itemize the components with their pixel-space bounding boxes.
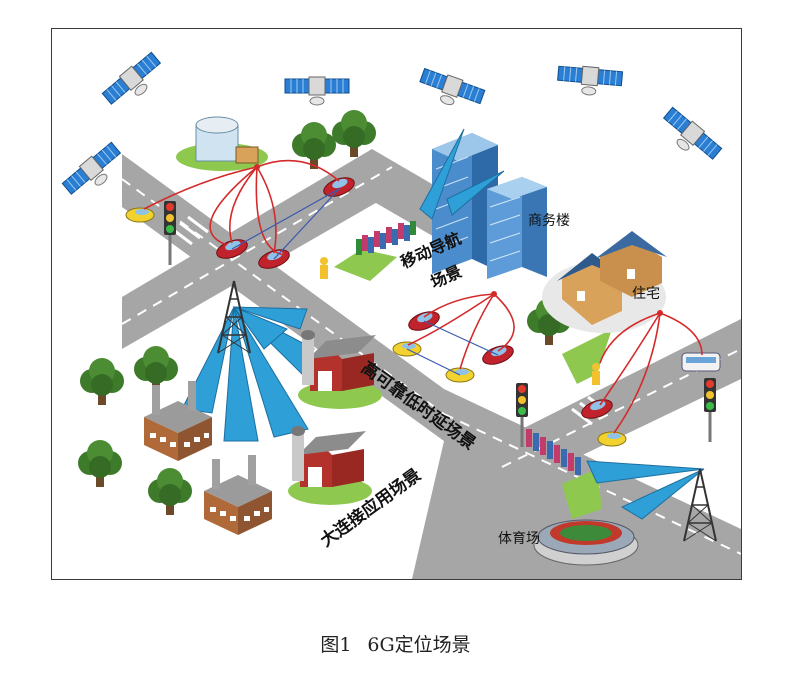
- tree-icon: [80, 358, 124, 405]
- satellite-icon: [284, 76, 350, 106]
- barn-icon: [288, 426, 372, 505]
- grass-patch: [334, 249, 397, 281]
- figure-title: 6G定位场景: [367, 634, 471, 656]
- taxi-icon: [597, 431, 627, 447]
- satellite-icon: [100, 50, 169, 114]
- crowd-icon: [526, 429, 581, 475]
- tree-icon: [148, 468, 192, 515]
- satellite-icon: [415, 66, 486, 116]
- positioning-links: [143, 159, 703, 434]
- crowd-icon: [356, 221, 416, 255]
- figure-caption: 图1 6G定位场景: [0, 630, 791, 657]
- label-stadium: 体育场: [498, 531, 540, 547]
- scene-frame: 移动导航 场景 商务楼 住宅 高可靠低时延场景 大连接应用场景 体育场: [51, 28, 742, 580]
- label-office: 商务楼: [528, 213, 570, 229]
- satellite-icon: [655, 105, 724, 169]
- runner-icon: [592, 363, 600, 385]
- figure-number: 图1: [320, 634, 352, 656]
- bus-icon: [681, 352, 721, 372]
- taxi-icon: [125, 207, 155, 223]
- satellite-icon: [60, 140, 129, 204]
- round-building-icon: [176, 116, 268, 171]
- runner-icon: [320, 257, 328, 279]
- label-residence: 住宅: [632, 286, 660, 302]
- satellite-icon: [556, 63, 624, 99]
- stadium-icon: [533, 519, 639, 566]
- traffic-light-icon: [702, 376, 718, 444]
- tree-icon: [332, 110, 376, 157]
- grass-patch: [562, 469, 602, 519]
- factory-icon: [204, 455, 272, 535]
- traffic-light-icon: [162, 199, 178, 267]
- positioning-scene: [60, 50, 741, 579]
- tree-icon: [78, 440, 122, 487]
- house-icon: [542, 231, 667, 333]
- grass-patch: [562, 329, 612, 384]
